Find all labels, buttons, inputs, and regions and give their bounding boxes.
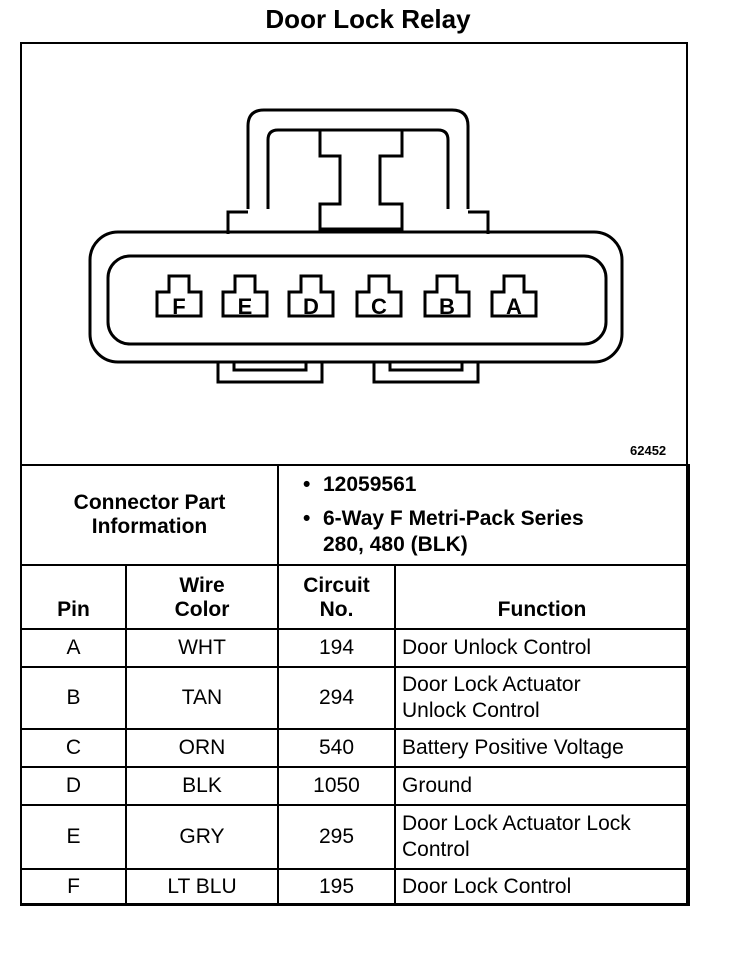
function-cell: Door Lock Control xyxy=(393,868,691,906)
pin-terminal xyxy=(423,274,471,318)
latch-housing xyxy=(246,108,470,209)
right-shoulder xyxy=(468,210,490,234)
pinout-table: Connector Part Information 12059561 6-Wa… xyxy=(20,464,691,906)
circuit-cell: 295 xyxy=(277,804,396,870)
function-line2: Unlock Control xyxy=(402,699,540,722)
connector-description-line1: 6-Way F Metri-Pack Series xyxy=(323,507,584,530)
pin-cell: D xyxy=(20,766,127,806)
connector-info-label-line2: Information xyxy=(91,515,208,538)
latch-inner xyxy=(266,128,450,209)
header-function: Function xyxy=(393,564,691,630)
circuit-cell: 194 xyxy=(277,628,396,668)
header-wire-color-line2: Color xyxy=(174,598,230,621)
function-line1: Door Lock Actuator Lock xyxy=(402,812,631,835)
pin-terminal xyxy=(490,274,538,318)
connector-info-row: Connector Part Information 12059561 6-Wa… xyxy=(20,464,691,566)
pin-cell: B xyxy=(20,666,127,730)
lock-tab xyxy=(318,130,404,231)
circuit-cell: 294 xyxy=(277,666,396,730)
left-foot xyxy=(216,362,324,384)
wire-color-cell: TAN xyxy=(125,666,279,730)
wire-color-cell: BLK xyxy=(125,766,279,806)
header-pin: Pin xyxy=(20,564,127,630)
connector-description: 6-Way F Metri-Pack Series 280, 480 (BLK) xyxy=(303,506,682,558)
pin-cell: E xyxy=(20,804,127,870)
connector-info-values: 12059561 6-Way F Metri-Pack Series 280, 4… xyxy=(276,464,691,566)
pin-label: B xyxy=(439,294,455,319)
pin-label: F xyxy=(172,294,185,319)
connector-cavity xyxy=(106,254,608,346)
right-foot xyxy=(372,362,480,384)
pin-terminal xyxy=(221,274,269,318)
function-cell: Door Unlock Control xyxy=(393,628,691,668)
function-cell: Battery Positive Voltage xyxy=(393,728,691,768)
left-shoulder xyxy=(226,210,248,234)
diagram-title: Door Lock Relay xyxy=(265,4,471,34)
pin-cell: A xyxy=(20,628,127,668)
header-circuit-line1: Circuit xyxy=(303,574,370,597)
function-line1: Door Unlock Control xyxy=(402,636,592,659)
connector-body xyxy=(88,230,624,364)
circuit-cell: 540 xyxy=(277,728,396,768)
pin-terminal xyxy=(287,274,335,318)
pin-label: D xyxy=(303,294,319,319)
function-cell: Ground xyxy=(393,766,691,806)
connector-info-label: Connector Part Information xyxy=(20,464,279,566)
wire-color-cell: ORN xyxy=(125,728,279,768)
wire-color-cell: GRY xyxy=(125,804,279,870)
connector-description-line2: 280, 480 (BLK) xyxy=(323,533,468,556)
pin-terminal xyxy=(155,274,203,318)
function-line1: Battery Positive Voltage xyxy=(402,736,624,759)
left-foot-inner xyxy=(232,362,308,372)
header-circuit-line2: No. xyxy=(319,598,354,621)
function-line1: Door Lock Actuator xyxy=(402,673,581,696)
header-wire-color-line1: Wire xyxy=(179,574,225,597)
pin-label: A xyxy=(506,294,522,319)
figure-reference: 62452 xyxy=(630,443,667,458)
pin-terminal xyxy=(355,274,403,318)
pin-cell: C xyxy=(20,728,127,768)
pin-label: C xyxy=(371,294,387,319)
function-line1: Ground xyxy=(402,774,473,797)
circuit-cell: 1050 xyxy=(277,766,396,806)
connector-info-label-line1: Connector Part xyxy=(73,491,226,514)
wire-color-cell: WHT xyxy=(125,628,279,668)
pin-label: E xyxy=(238,294,253,319)
circuit-cell: 195 xyxy=(277,868,396,906)
right-foot-inner xyxy=(388,362,464,372)
function-line1: Door Lock Control xyxy=(402,875,572,898)
wire-color-cell: LT BLU xyxy=(125,868,279,906)
pin-cell: F xyxy=(20,868,127,906)
function-line2: Control xyxy=(402,838,470,861)
part-number: 12059561 xyxy=(303,472,682,498)
